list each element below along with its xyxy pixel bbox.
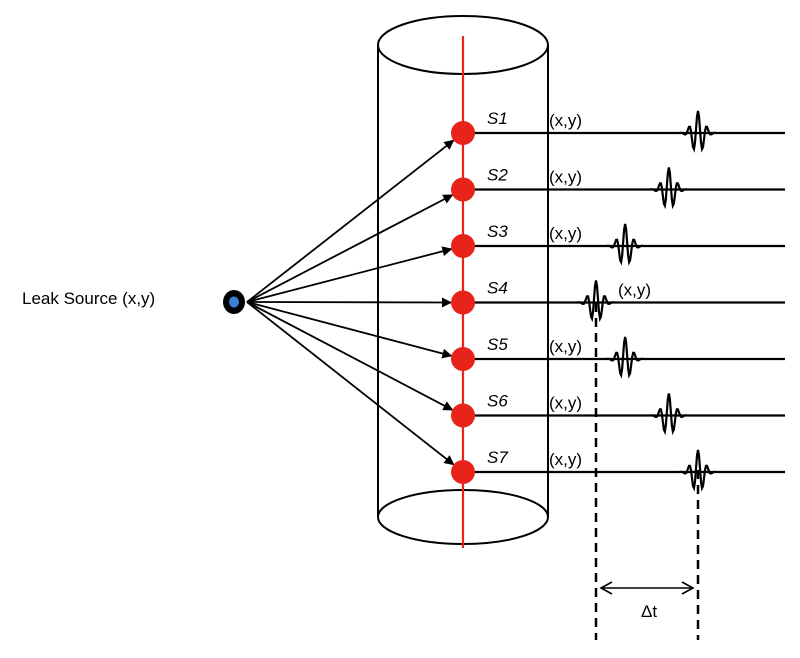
sensor-s6 bbox=[451, 403, 475, 428]
sensor-label-s3: S3 bbox=[487, 222, 508, 241]
sensor-s4 bbox=[451, 290, 475, 315]
coord-label-s4: (x,y) bbox=[618, 281, 651, 300]
coord-label-s6: (x,y) bbox=[549, 394, 582, 413]
delta-t-right-arrowhead bbox=[681, 581, 695, 595]
arrow-to-s7 bbox=[246, 301, 455, 466]
arrow-to-s5 bbox=[246, 301, 453, 359]
sensor-channels: S1 (x,y) S2 (x,y) S3 (x,y) S4 (x,y) S5 (x,y) S6 (x,… bbox=[451, 109, 785, 492]
arrow-to-s3 bbox=[246, 246, 453, 303]
propagation-arrows bbox=[246, 139, 455, 466]
leak-source-marker bbox=[223, 290, 245, 314]
sensor-s3 bbox=[451, 234, 475, 258]
leak-source-inner bbox=[229, 296, 239, 308]
sensor-s2 bbox=[451, 177, 475, 202]
waveform-s4 bbox=[576, 280, 615, 323]
waveform-s7 bbox=[678, 449, 717, 492]
arrow-to-s4 bbox=[246, 297, 452, 308]
waveform-s1 bbox=[678, 110, 717, 153]
sensor-label-s1: S1 bbox=[487, 109, 508, 128]
coord-label-s7: (x,y) bbox=[549, 450, 582, 469]
sensor-label-s5: S5 bbox=[487, 335, 508, 354]
waveform-s5 bbox=[606, 336, 644, 379]
waveform-s3 bbox=[606, 223, 644, 266]
arrow-to-s2 bbox=[246, 194, 454, 303]
delta-t-label: Δt bbox=[641, 602, 657, 621]
sensor-label-s4: S4 bbox=[487, 279, 508, 298]
coord-label-s3: (x,y) bbox=[549, 224, 582, 243]
sensor-s5 bbox=[451, 347, 475, 371]
sensor-label-s2: S2 bbox=[487, 166, 508, 185]
delta-t-left-arrowhead bbox=[599, 581, 613, 595]
coord-label-s5: (x,y) bbox=[549, 337, 582, 356]
arrow-to-s6 bbox=[246, 301, 454, 411]
sensor-label-s7: S7 bbox=[487, 448, 508, 467]
sensor-s1 bbox=[451, 121, 475, 145]
sensor-s7 bbox=[451, 460, 475, 484]
coord-label-s1: (x,y) bbox=[549, 111, 582, 130]
waveform-s2 bbox=[649, 167, 687, 210]
arrow-to-s1 bbox=[246, 139, 455, 303]
leak-source-label: Leak Source (x,y) bbox=[22, 289, 156, 308]
timing-markers: Δt bbox=[594, 303, 700, 640]
waveform-s6 bbox=[649, 393, 687, 436]
sensor-label-s6: S6 bbox=[487, 392, 508, 411]
coord-label-s2: (x,y) bbox=[549, 168, 582, 187]
